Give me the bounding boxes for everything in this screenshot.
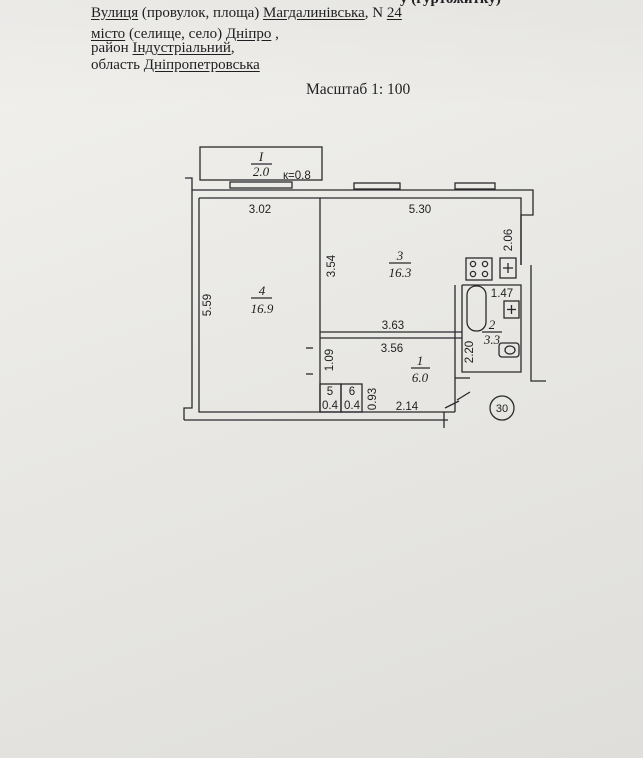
closet-6-area: 0.4 bbox=[344, 400, 361, 412]
street-label: Вулиця bbox=[91, 5, 139, 21]
bathtub-icon bbox=[466, 285, 487, 332]
dim-room3-width-bottom: 3.63 bbox=[382, 320, 404, 332]
header-line-cut: у (гуртожитку) bbox=[400, 0, 501, 8]
region-value: Дніпропетровська bbox=[143, 57, 260, 73]
room3-walls-top bbox=[320, 197, 522, 265]
balcony-coef: к=0.8 bbox=[283, 170, 311, 182]
room-4-area: 16.9 bbox=[251, 301, 274, 316]
scale-label: Масштаб 1: 100 bbox=[306, 81, 411, 98]
room-3-number: 3 bbox=[396, 248, 404, 263]
outer-wall-left bbox=[183, 190, 193, 420]
dim-room4-width: 3.02 bbox=[249, 204, 271, 216]
balcony-number: I bbox=[258, 149, 264, 164]
city-label: місто bbox=[91, 26, 126, 42]
washbasin-icon bbox=[503, 300, 520, 319]
window-room3-right bbox=[454, 182, 496, 190]
street-value: Магдалинівська bbox=[263, 5, 365, 21]
dim-hall-side: 1.09 bbox=[324, 349, 336, 371]
house-number: 24 bbox=[386, 5, 402, 21]
room-1-number: 1 bbox=[417, 353, 424, 368]
apartment-number: 30 bbox=[496, 403, 508, 415]
dim-hall-width: 3.56 bbox=[381, 343, 403, 355]
dim-bath-width: 1.47 bbox=[491, 288, 513, 300]
dim-closet-depth: 0.93 bbox=[367, 388, 379, 410]
closet-5-area: 0.4 bbox=[322, 400, 339, 412]
balcony-outline bbox=[199, 146, 323, 181]
room-1-area: 6.0 bbox=[412, 370, 429, 385]
outer-wall-top bbox=[185, 177, 534, 265]
entrance-door bbox=[456, 391, 471, 401]
dim-room3-depth: 3.54 bbox=[326, 254, 338, 277]
window-room3-left bbox=[353, 182, 401, 190]
bathroom-walls bbox=[461, 284, 522, 373]
dim-kitchen-side: 2.06 bbox=[503, 229, 515, 251]
apartment-number-circle bbox=[489, 395, 515, 421]
outer-wall-right bbox=[530, 265, 546, 382]
city-value: Дніпро bbox=[225, 26, 272, 42]
stove-icon bbox=[465, 257, 493, 281]
dim-room3-width-top: 5.30 bbox=[409, 204, 431, 216]
balcony-area: 2.0 bbox=[253, 164, 270, 179]
room-4-number: 4 bbox=[259, 283, 266, 298]
dim-bath-length: 2.20 bbox=[464, 341, 476, 363]
sink-icon bbox=[499, 257, 517, 279]
room-2-number: 2 bbox=[489, 317, 496, 332]
city-line: місто (селище, село) Дніпро , bbox=[91, 26, 279, 42]
dim-hall-bottom: 2.14 bbox=[396, 401, 419, 413]
toilet-icon bbox=[498, 342, 520, 358]
region-line: область Дніпропетровська bbox=[91, 57, 260, 73]
closet-6 bbox=[340, 383, 363, 413]
room-2-area: 3.3 bbox=[483, 332, 501, 347]
street-line: Вулиця (провулок, площа) Магдалинівська,… bbox=[91, 5, 402, 21]
district-line: район Індустріальний, bbox=[91, 40, 235, 56]
window-room4 bbox=[229, 181, 293, 189]
closet-6-number: 6 bbox=[349, 386, 355, 398]
closet-5-number: 5 bbox=[327, 386, 333, 398]
district-value: Індустріальний bbox=[132, 40, 231, 56]
dim-room4-length: 5.59 bbox=[202, 294, 214, 316]
room-3-area: 16.3 bbox=[389, 265, 412, 280]
